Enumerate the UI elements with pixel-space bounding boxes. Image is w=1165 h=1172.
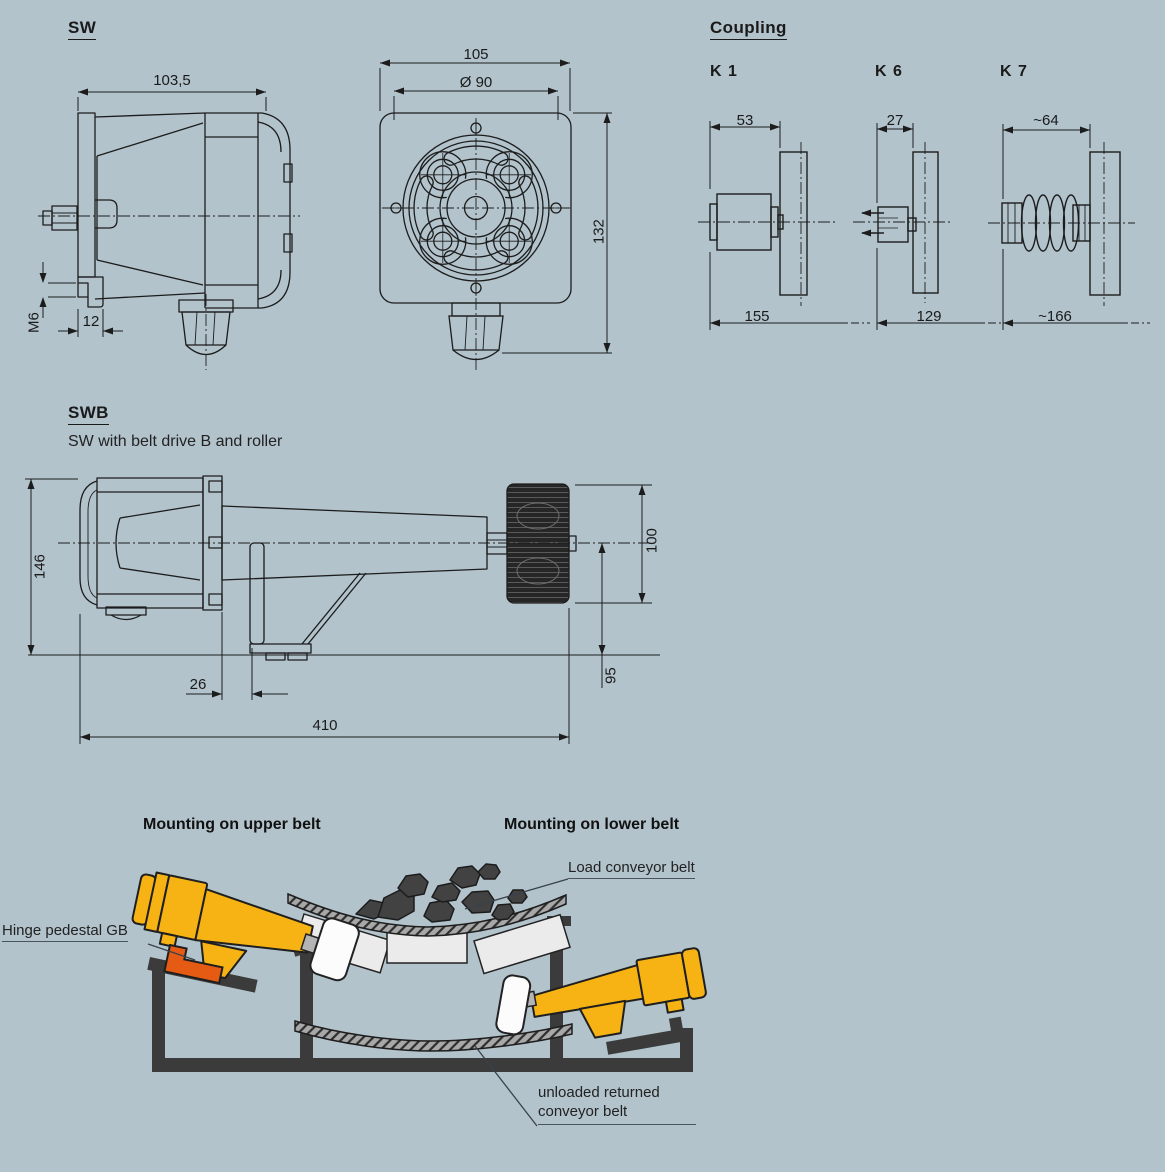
measuring-rollers: [300, 917, 538, 1036]
coupling-k6-drawing: [853, 123, 1005, 330]
coupling-k1-label: K 1: [710, 63, 738, 80]
dim-front-bolt-circle: Ø 90: [459, 74, 493, 91]
coupling-k1-drawing: [698, 121, 870, 330]
label-return-belt: unloaded returned conveyor belt: [538, 1084, 696, 1125]
mounting-upper-title: Mounting on upper belt: [143, 816, 321, 833]
coupling-title: Coupling: [710, 18, 787, 40]
label-hinge-pedestal: Hinge pedestal GB: [2, 922, 128, 943]
swb-title: SWB: [68, 403, 109, 425]
label-load-belt: Load conveyor belt: [568, 859, 695, 880]
sw-title: SW: [68, 18, 97, 40]
dim-front-width: 105: [463, 46, 489, 63]
bulk-material: [355, 863, 528, 923]
dim-swb-height: 146: [31, 554, 49, 580]
conveyor-belts: [287, 892, 573, 1052]
dim-front-height: 132: [590, 219, 608, 245]
sw-front-view: [379, 59, 612, 372]
coupling-k7-label: K 7: [1000, 63, 1028, 80]
callout-leaders: [147, 878, 569, 1127]
return-belt: [294, 1020, 573, 1052]
dim-swb-total: 410: [312, 717, 338, 734]
dim-swb-bracket: 26: [189, 676, 207, 693]
dim-k1-length: 53: [736, 112, 754, 129]
dim-sw-thread: M6: [25, 312, 43, 334]
load-belt: [287, 892, 567, 937]
sw-device-lower: [529, 947, 707, 1039]
mounting-lower-title: Mounting on lower belt: [504, 816, 680, 833]
dim-sw-foot: 12: [82, 313, 100, 330]
dim-k1-total: 155: [744, 308, 770, 325]
dim-k6-length: 27: [886, 112, 904, 129]
dim-sw-width: 103,5: [153, 72, 191, 89]
dim-swb-roller: 100: [643, 528, 661, 554]
swb-view: [25, 475, 660, 744]
coupling-k6-label: K 6: [875, 63, 903, 80]
dim-k7-total: ~166: [1038, 308, 1072, 325]
sw-side-view: [38, 88, 300, 370]
dim-swb-roller-center: 95: [602, 667, 620, 684]
dim-k7-length: ~64: [1033, 112, 1059, 129]
mounting-illustration: [131, 863, 707, 1127]
coupling-k7-drawing: [988, 124, 1150, 330]
dim-k6-total: 129: [916, 308, 942, 325]
swb-subtitle: SW with belt drive B and roller: [68, 433, 283, 450]
